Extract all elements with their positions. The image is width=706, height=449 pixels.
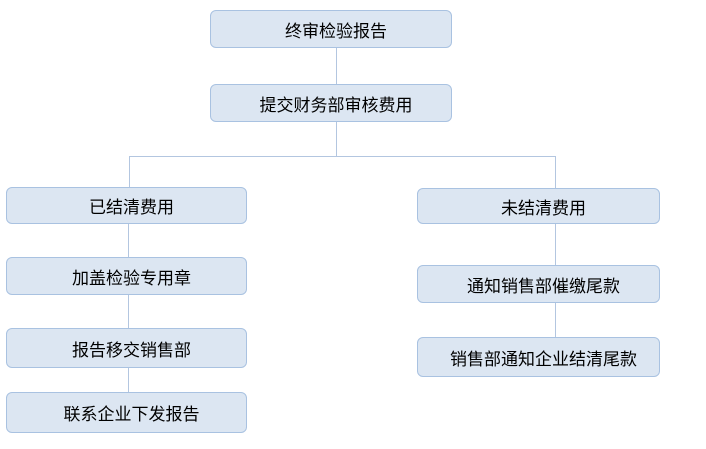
node-fees-unsettled: 未结清费用 (417, 188, 660, 224)
connector-split-to-settled (129, 157, 130, 187)
node-fees-settled: 已结清费用 (6, 187, 247, 224)
connector-settled-to-stamp (128, 224, 129, 257)
connector-unsettled-to-notify (555, 224, 556, 265)
connector-notify-to-sales-notify (555, 303, 556, 337)
connector-split-to-unsettled (555, 157, 556, 188)
connector-stamp-to-transfer (128, 295, 129, 328)
connector-split-bar (129, 156, 556, 157)
connector-final-to-submit (336, 48, 337, 84)
connector-submit-to-split (336, 122, 337, 156)
node-stamp-inspection-seal: 加盖检验专用章 (6, 257, 247, 295)
node-final-inspection-report: 终审检验报告 (210, 10, 452, 48)
node-sales-notify-enterprise-settle: 销售部通知企业结清尾款 (417, 337, 660, 377)
connector-transfer-to-contact (128, 368, 129, 392)
node-report-to-sales: 报告移交销售部 (6, 328, 247, 368)
node-contact-enterprise-issue-report: 联系企业下发报告 (6, 392, 247, 433)
node-submit-finance-review: 提交财务部审核费用 (210, 84, 452, 122)
node-notify-sales-collect-balance: 通知销售部催缴尾款 (417, 265, 660, 303)
